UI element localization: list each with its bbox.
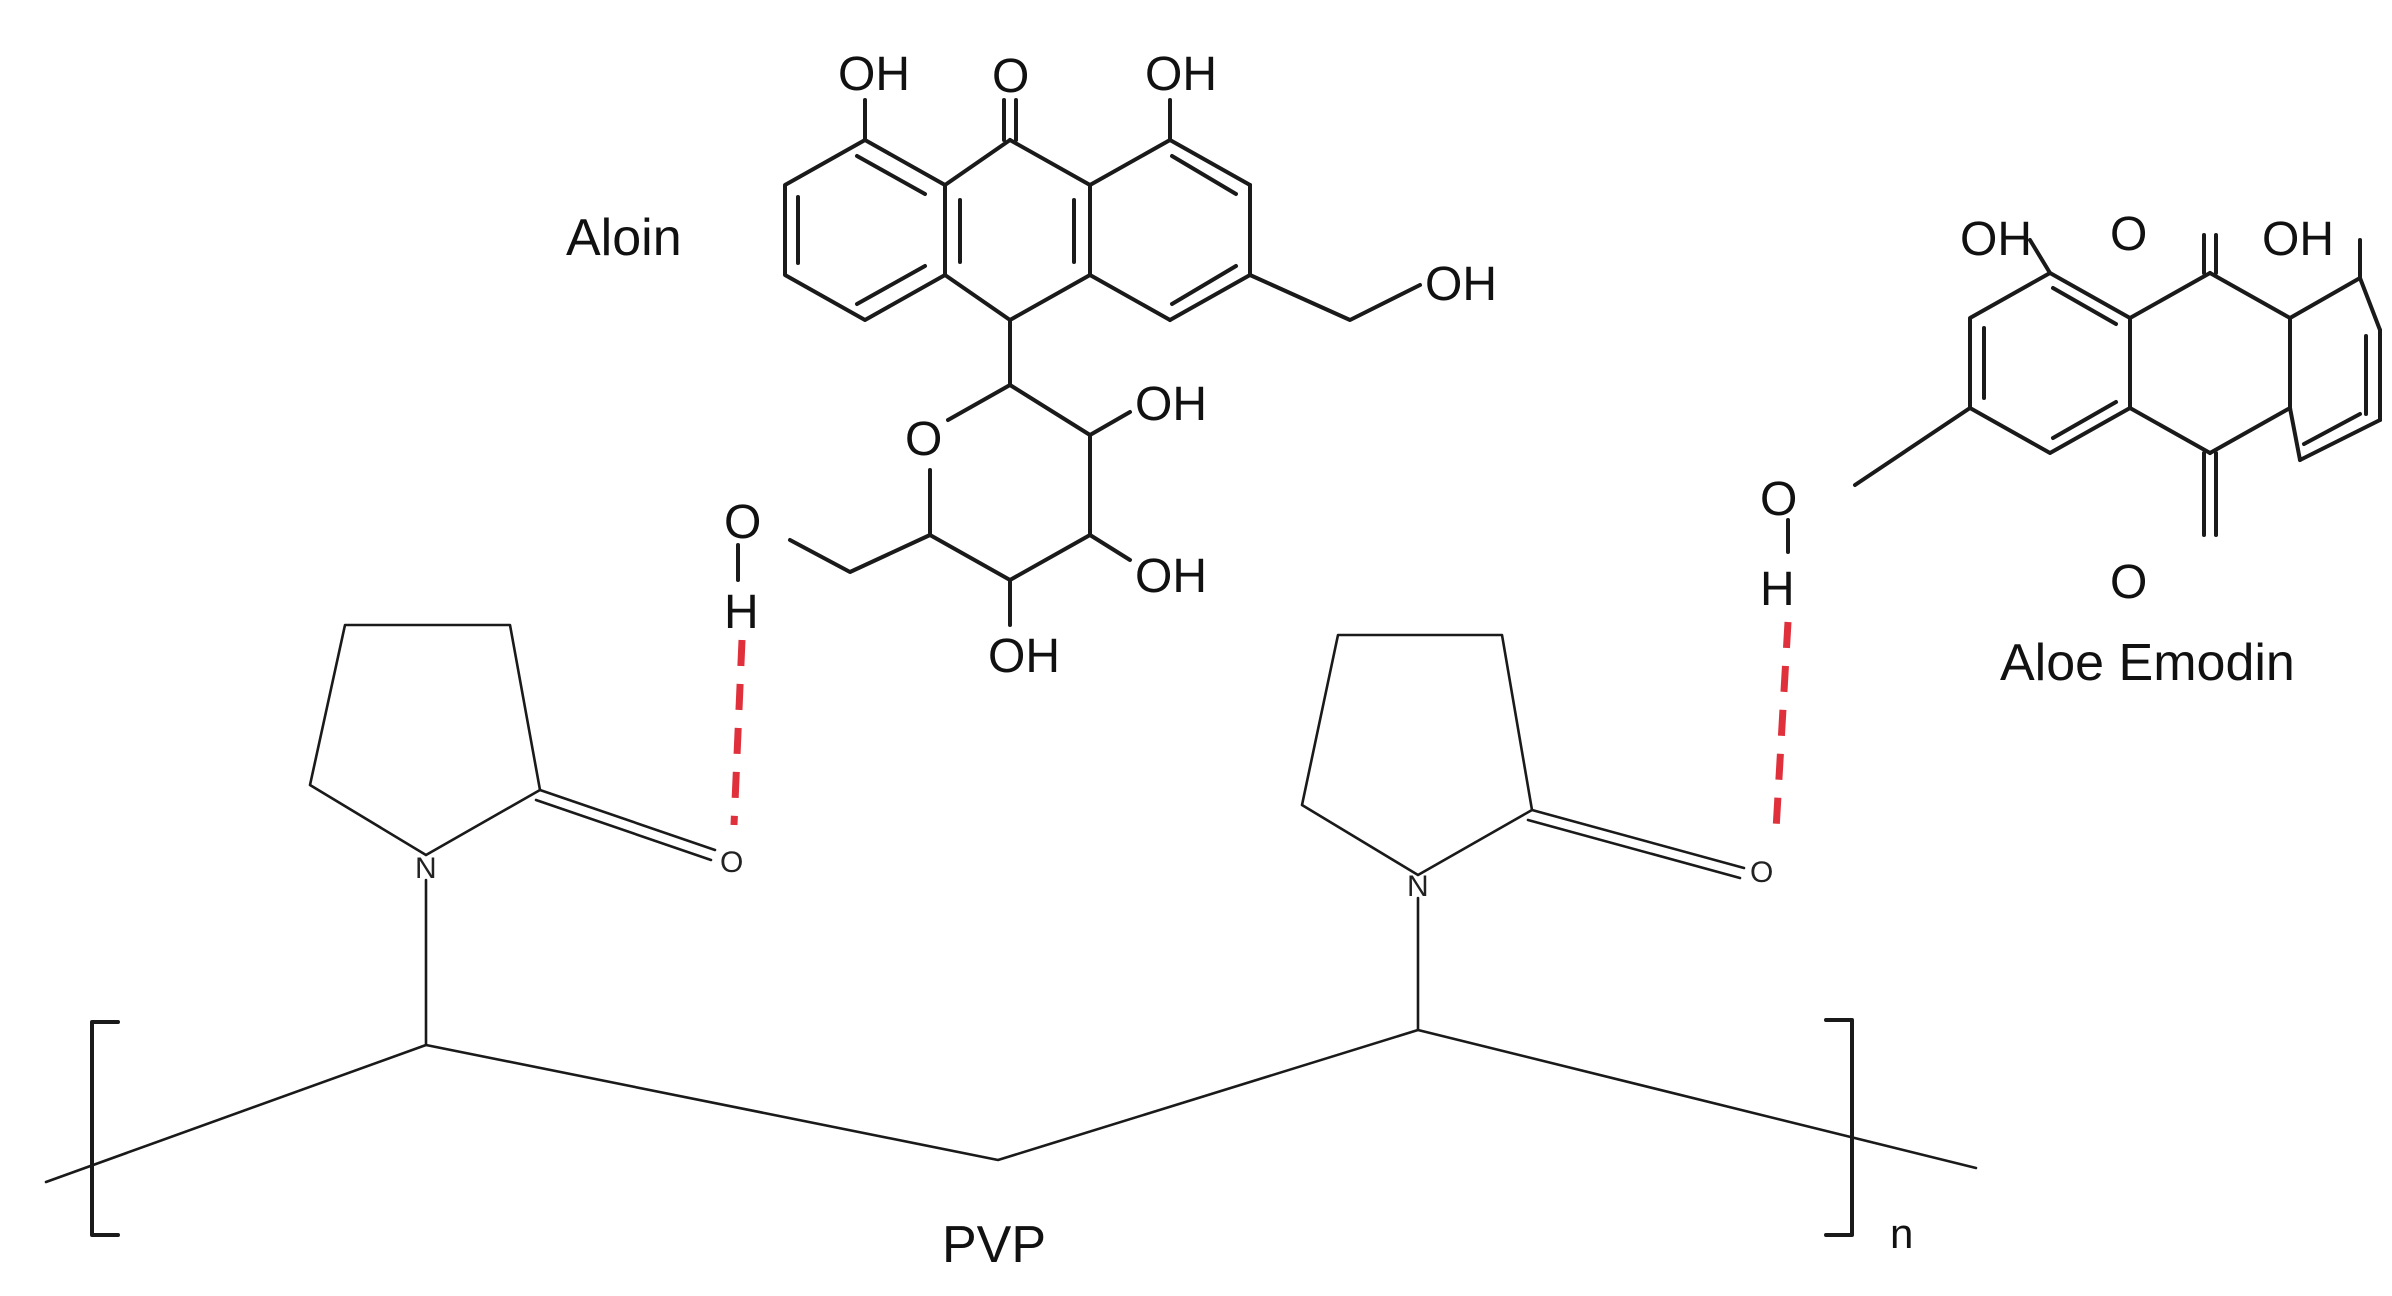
aloin-sugar-oh-label-1: OH: [1135, 378, 1207, 431]
aloe-emodin-left-ring: [1968, 271, 2132, 455]
aloin-ch2oh-bond: [1248, 273, 1422, 322]
aloe-emodin-o-bond: [1853, 406, 1972, 487]
aloe-emodin-h-label: H: [1760, 563, 1795, 616]
pvp-backbone: [44, 1028, 1978, 1184]
pvp-bracket-left: [90, 1020, 120, 1237]
aloin-sugar-oh-label-3: OH: [988, 630, 1060, 683]
aloin-ring-o-label: O: [905, 413, 942, 466]
aloin-right-ring: [1088, 138, 1252, 322]
aloin-central-ring: [943, 138, 1092, 322]
aloe-emodin-structure: OH O OH O O H Aloe Emodin: [1760, 208, 2382, 692]
aloin-sugar-oh-label-2: OH: [1135, 550, 1207, 603]
aloin-carbonyl-o-label: O: [992, 50, 1029, 103]
pvp-n-label-right: N: [1407, 870, 1429, 903]
hydrogen-bond-aloin: [730, 639, 746, 826]
pvp-pyrrolidone-right: [1300, 633, 1746, 1032]
aloe-emodin-central-ring: [2128, 271, 2292, 455]
pvp-carbonyl-o-left: O: [720, 846, 743, 879]
aloin-ch2oh-label: OH: [1425, 258, 1497, 311]
aloe-emodin-label: Aloe Emodin: [2000, 634, 2295, 692]
pvp-carbonyl-o-right: O: [1750, 856, 1773, 889]
aloin-left-ring: [783, 138, 947, 322]
pvp-structure: N O N O n PVP: [44, 623, 1978, 1274]
pvp-n-label-left: N: [415, 852, 437, 885]
aloe-emodin-oh-bond-left: [2028, 238, 2052, 275]
hydrogen-bond-aloe-emodin: [1772, 621, 1792, 831]
pvp-pyrrolidone-left: [308, 623, 717, 1047]
aloe-emodin-carbonyl-o-top: O: [2110, 208, 2147, 261]
aloe-emodin-oh-label-left: OH: [1960, 213, 2032, 266]
aloe-emodin-o-label: O: [1760, 473, 1797, 526]
pvp-repeat-n: n: [1890, 1210, 1913, 1257]
aloin-label: Aloin: [566, 209, 682, 267]
aloin-sugar-ring: [788, 383, 1132, 627]
aloe-emodin-right-ring: [2288, 276, 2382, 462]
aloin-primary-o-label: O: [724, 496, 761, 549]
aloin-structure: OH O OH OH O OH OH OH O H Aloin: [566, 48, 1497, 683]
aloin-primary-h-label: H: [724, 586, 759, 639]
aloin-oh-label-left: OH: [838, 48, 910, 101]
pvp-label: PVP: [942, 1216, 1046, 1274]
pvp-bracket-right: [1824, 1018, 1854, 1237]
aloe-emodin-oh-label-right: OH: [2262, 213, 2334, 266]
aloin-oh-label-right: OH: [1145, 48, 1217, 101]
aloe-emodin-carbonyl-o-bottom: O: [2110, 556, 2147, 609]
